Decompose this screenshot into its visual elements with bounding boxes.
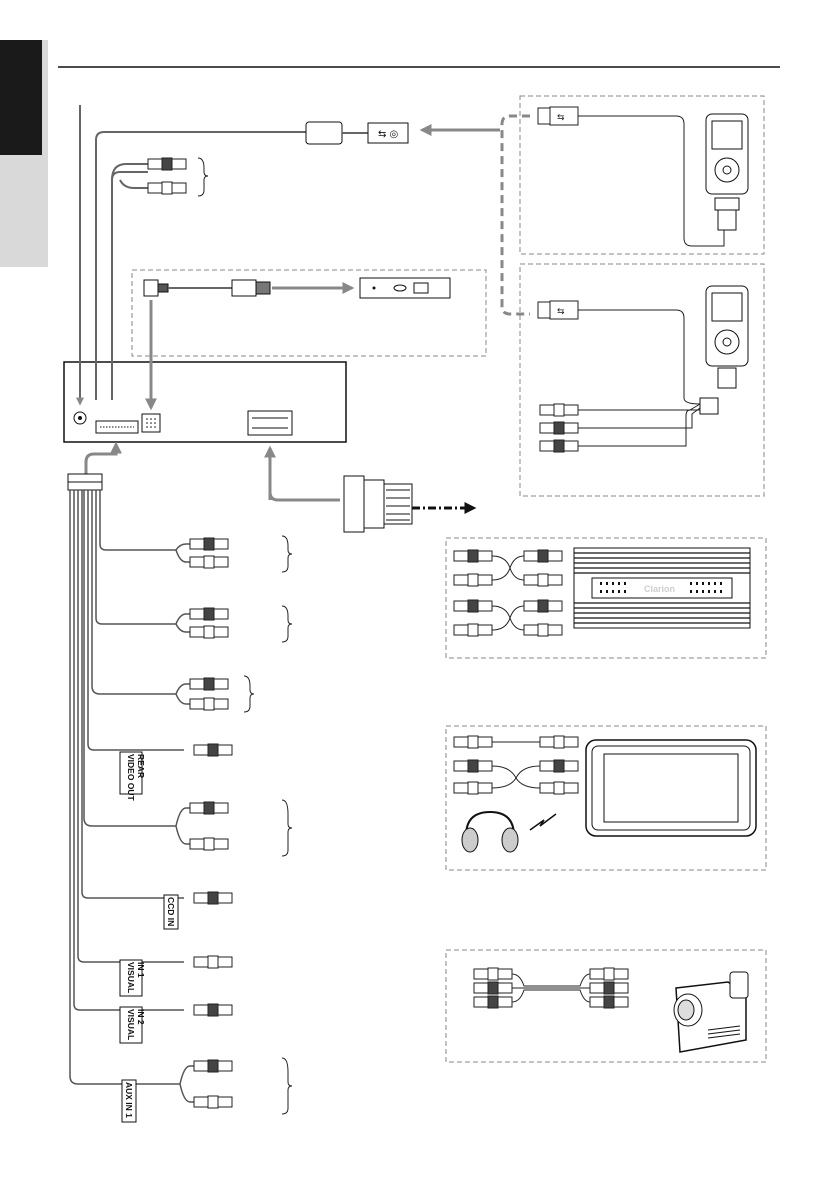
svg-text:⇆ ◎: ⇆ ◎ (378, 129, 398, 140)
rca-group-3 (175, 675, 255, 713)
amplifier: Clarion (573, 547, 751, 629)
headphones-icon (461, 810, 519, 853)
main-harness (67, 441, 184, 1085)
label-aux-in-1-text: AUX IN 1 (124, 1082, 134, 1118)
module-box (131, 269, 487, 411)
monitor (585, 739, 757, 837)
label-video-out-line1: VIDEO OUT (126, 754, 136, 802)
rca-group-4 (175, 799, 293, 857)
rca-group-1 (175, 535, 293, 573)
rca-pair-upper (147, 157, 209, 197)
usb-dashed-link (500, 114, 530, 316)
ipod-box-2 (519, 263, 765, 497)
rca-video-out-rear (193, 743, 233, 757)
side-tab (0, 40, 48, 267)
amplifier-brand: Clarion (644, 584, 675, 594)
label-visual-in-1: VISUAL IN 1 (119, 959, 146, 997)
label-ccd-in: CCD IN (163, 894, 179, 930)
rca-visual-in-1 (193, 955, 233, 969)
ipod-box-1 (519, 95, 765, 255)
rca-ccd-in (193, 891, 233, 905)
label-visual-in-2-line2: IN 2 (136, 1009, 146, 1025)
camcorder-box (445, 949, 767, 1063)
power-harness (264, 445, 477, 533)
label-visual-in-1-line1: VISUAL (126, 962, 136, 993)
label-video-out-line2: REAR (136, 754, 146, 778)
label-aux-in-1: AUX IN 1 (121, 1079, 137, 1123)
wireless-icon (529, 813, 557, 831)
monitor-box (445, 725, 767, 871)
label-video-out-rear: VIDEO OUT REAR (119, 751, 146, 802)
camcorder (673, 971, 749, 1053)
rca-group-2 (175, 605, 293, 643)
label-visual-in-1-line2: IN 1 (136, 962, 146, 978)
amplifier-box: Clarion (445, 537, 767, 659)
head-unit (63, 361, 347, 443)
label-visual-in-2-line1: VISUAL (126, 1009, 136, 1040)
top-cables (76, 105, 306, 406)
label-ccd-in-text: CCD IN (166, 897, 176, 926)
rca-visual-in-2 (193, 1003, 233, 1017)
label-visual-in-2: VISUAL IN 2 (119, 1006, 146, 1044)
usb-extension: ⇆ ◎ (305, 121, 500, 145)
rca-group-aux (179, 1057, 293, 1115)
